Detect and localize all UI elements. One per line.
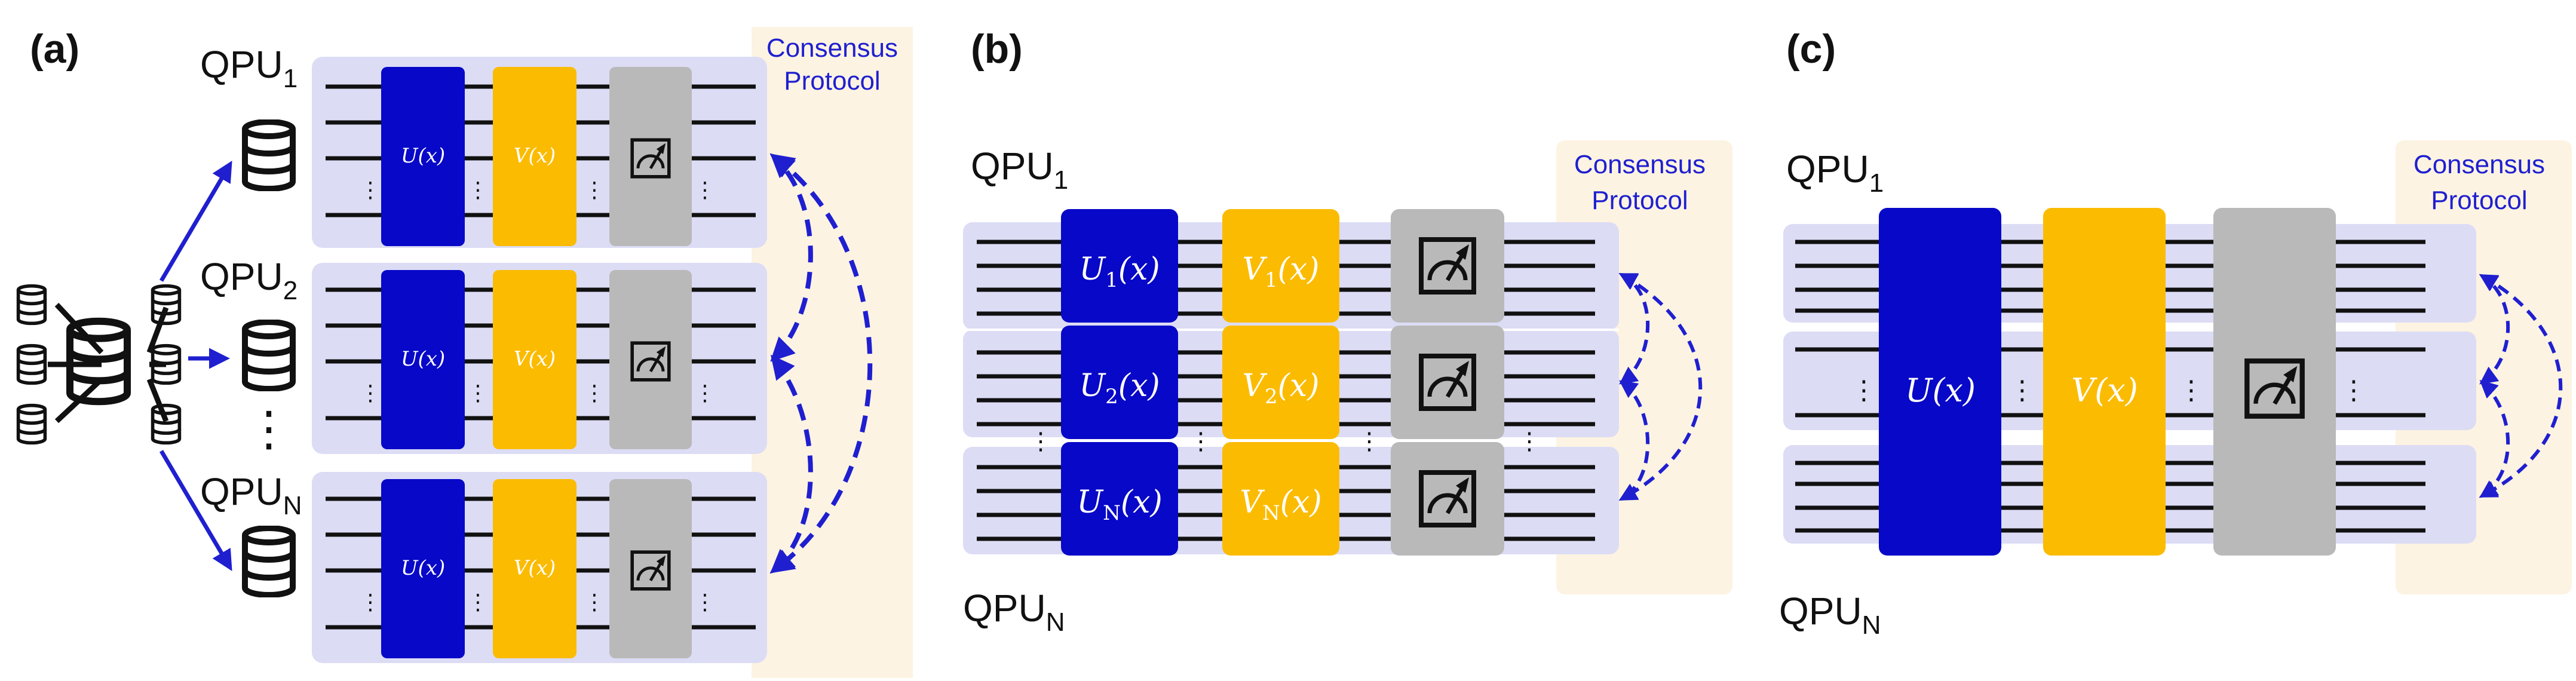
data-distribution-arrows — [159, 160, 232, 572]
u-gate-label: U1(x) — [1079, 251, 1160, 292]
u-gate — [1061, 209, 1178, 323]
u-gate — [381, 270, 465, 449]
v-gate-label: V(x) — [514, 144, 556, 168]
u-gate-label: U(x) — [401, 347, 445, 371]
consensus-label-line1: Consensus — [766, 33, 898, 63]
u-gate-label: U2(x) — [1079, 368, 1160, 409]
database-icon — [245, 322, 293, 389]
qpu-n-circuit: U(x) V(x) ⋮ ⋮ ⋮ ⋮ — [312, 472, 767, 663]
svg-text:⋮: ⋮ — [1517, 428, 1541, 455]
svg-text:⋮: ⋮ — [1357, 428, 1381, 455]
v-gate-label: VN(x) — [1240, 484, 1321, 525]
measurement-block — [1391, 442, 1504, 556]
svg-text:⋮: ⋮ — [1029, 428, 1053, 455]
qpu-n-label: QPUN — [200, 470, 302, 520]
consensus-arrows — [769, 153, 873, 574]
u-gate — [381, 67, 465, 246]
measurement-block — [2213, 208, 2336, 556]
v-gate — [1222, 442, 1339, 556]
panel-b: (b) Consensus Protocol QPU1 QPUN U1( — [963, 26, 1732, 637]
v-gate-label: V(x) — [514, 556, 556, 580]
consensus-label-line2: Protocol — [1591, 186, 1688, 215]
qpu-2-label: QPU2 — [200, 255, 298, 305]
svg-text:⋮: ⋮ — [467, 381, 489, 406]
database-icon — [245, 122, 293, 189]
panel-a-label: (a) — [30, 26, 79, 72]
qpu-1-label: QPU1 — [1786, 148, 1884, 198]
svg-text:⋮: ⋮ — [584, 178, 605, 203]
u-gate-label: UN(x) — [1077, 484, 1162, 525]
svg-text:⋮: ⋮ — [694, 178, 716, 203]
svg-text:⋮: ⋮ — [360, 178, 381, 203]
database-icon — [245, 528, 293, 595]
svg-text:⋮: ⋮ — [467, 590, 489, 615]
measurement-block — [1391, 209, 1504, 323]
svg-text:⋮: ⋮ — [694, 590, 716, 615]
svg-text:⋮: ⋮ — [694, 381, 716, 406]
consensus-arrows — [2479, 274, 2563, 498]
svg-text:⋮: ⋮ — [360, 590, 381, 615]
u-gate-label: U(x) — [401, 556, 445, 580]
v-gate — [2043, 208, 2166, 556]
v-gate-label: V(x) — [2071, 372, 2138, 409]
panel-c-label: (c) — [1786, 26, 1836, 72]
v-gate — [1222, 326, 1339, 439]
u-gate — [1061, 442, 1178, 556]
consensus-label-line2: Protocol — [2431, 186, 2527, 215]
consensus-label-line1: Consensus — [1574, 150, 1706, 179]
qpu-2-circuit: U(x) V(x) ⋮ ⋮ ⋮ ⋮ — [312, 263, 767, 454]
u-gate — [1061, 326, 1178, 439]
measurement-block — [1391, 326, 1504, 439]
svg-text:⋮: ⋮ — [360, 381, 381, 406]
qpu-1-label: QPU1 — [971, 145, 1068, 195]
consensus-label-line1: Consensus — [2414, 150, 2545, 179]
svg-text:⋮: ⋮ — [1189, 428, 1213, 455]
svg-text:⋮: ⋮ — [584, 590, 605, 615]
svg-text:⋮: ⋮ — [467, 178, 489, 203]
v-gate-label: V2(x) — [1242, 368, 1319, 409]
u-gate-label: U(x) — [1905, 372, 1976, 409]
u-gate-label: U(x) — [401, 144, 445, 168]
svg-text:⋮: ⋮ — [2178, 375, 2204, 406]
svg-text:⋮: ⋮ — [2009, 375, 2035, 406]
v-gate — [1222, 209, 1339, 323]
consensus-arrows — [1618, 273, 1703, 501]
qpu-1-circuit: U(x) V(x) ⋮ ⋮ ⋮ ⋮ — [312, 57, 767, 248]
qpu-ellipsis: ⋮ — [245, 401, 293, 456]
svg-text:⋮: ⋮ — [584, 381, 605, 406]
v-gate-label: V1(x) — [1242, 251, 1319, 292]
v-gate — [493, 270, 576, 449]
panel-c: (c) Consensus Protocol QPU1 QPUN U(x) V(… — [1779, 26, 2572, 640]
v-gate — [493, 479, 576, 658]
qpu-n-label: QPUN — [963, 587, 1065, 637]
qpu-n-label: QPUN — [1779, 590, 1881, 640]
panel-a: (a) Consensus Protocol QPU1 QPU2 QPUN — [19, 26, 913, 678]
u-gate — [1879, 208, 2001, 556]
u-gate — [381, 479, 465, 658]
svg-text:⋮: ⋮ — [1851, 375, 1877, 406]
consensus-zone — [752, 27, 913, 678]
v-gate-label: V(x) — [514, 347, 556, 371]
distributed-data-icon — [19, 286, 180, 443]
svg-text:⋮: ⋮ — [2341, 375, 2367, 406]
qpu-1-label: QPU1 — [200, 43, 298, 93]
consensus-label-line2: Protocol — [784, 66, 880, 96]
v-gate — [493, 67, 576, 246]
panel-b-label: (b) — [971, 26, 1023, 72]
